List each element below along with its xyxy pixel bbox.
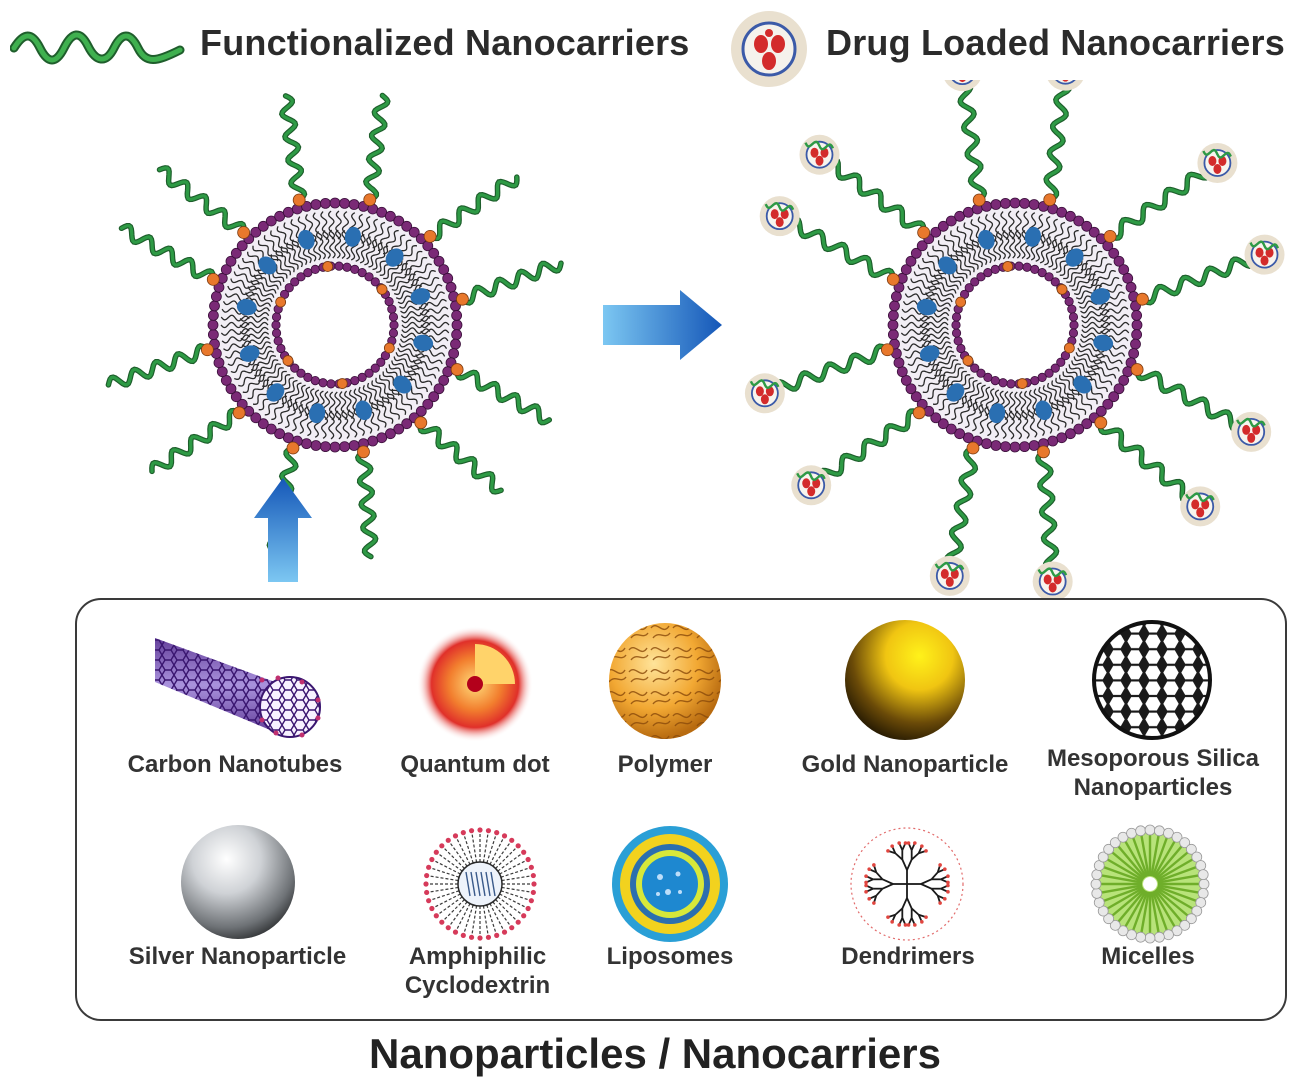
arrow-up-icon — [254, 478, 312, 582]
caption-silver-nanoparticle: Silver Nanoparticle — [128, 943, 347, 970]
dendrimer-icon — [850, 827, 964, 941]
caption-micelles: Micelles — [1101, 943, 1195, 970]
legend: Functionalized Nanocarriers Drug Loaded … — [0, 8, 1310, 88]
functionalized-liposome — [105, 92, 564, 560]
micelle-icon — [1090, 824, 1210, 944]
caption-gold-nanoparticle: Gold Nanoparticle — [801, 751, 1009, 778]
legend-functionalized-label: Functionalized Nanocarriers — [200, 22, 690, 63]
liposome-diagram — [105, 80, 1285, 600]
caption-liposomes: Liposomes — [606, 943, 734, 970]
drug-capsule-icon — [731, 11, 807, 87]
caption-cyclodextrin-line1: Amphiphilic — [408, 943, 547, 970]
silver-nanoparticle-icon — [181, 825, 295, 939]
caption-dendrimers: Dendrimers — [841, 943, 975, 970]
gold-nanoparticle-icon — [845, 620, 965, 740]
green-wavy-strand-icon — [10, 30, 185, 65]
caption-cyclodextrin-line2: Cyclodextrin — [404, 972, 551, 999]
caption-mesoporous-silica-line2: Nanoparticles — [1073, 774, 1233, 801]
cyclodextrin-icon — [423, 827, 537, 941]
legend-drug-loaded-label: Drug Loaded Nanocarriers — [826, 22, 1285, 63]
caption-mesoporous-silica: Mesoporous Silica Nanoparticles — [1028, 744, 1278, 802]
caption-quantum-dot: Quantum dot — [400, 751, 550, 778]
caption-carbon-nanotubes: Carbon Nanotubes — [127, 751, 343, 778]
arrow-right-icon — [603, 290, 722, 360]
liposome-icon — [612, 826, 728, 942]
caption-cyclodextrin: Amphiphilic Cyclodextrin — [375, 942, 580, 1000]
caption-polymer: Polymer — [617, 751, 713, 778]
mesoporous-silica-icon — [1092, 620, 1212, 740]
carbon-nanotube-icon — [155, 638, 321, 738]
nanoparticle-panel — [75, 598, 1287, 1021]
drug-loaded-liposome — [744, 80, 1285, 600]
polymer-icon — [609, 623, 721, 739]
quantum-dot-icon — [417, 626, 533, 742]
caption-mesoporous-silica-line1: Mesoporous Silica — [1046, 745, 1260, 772]
nanoparticles-title: Nanoparticles / Nanocarriers — [369, 1030, 941, 1077]
